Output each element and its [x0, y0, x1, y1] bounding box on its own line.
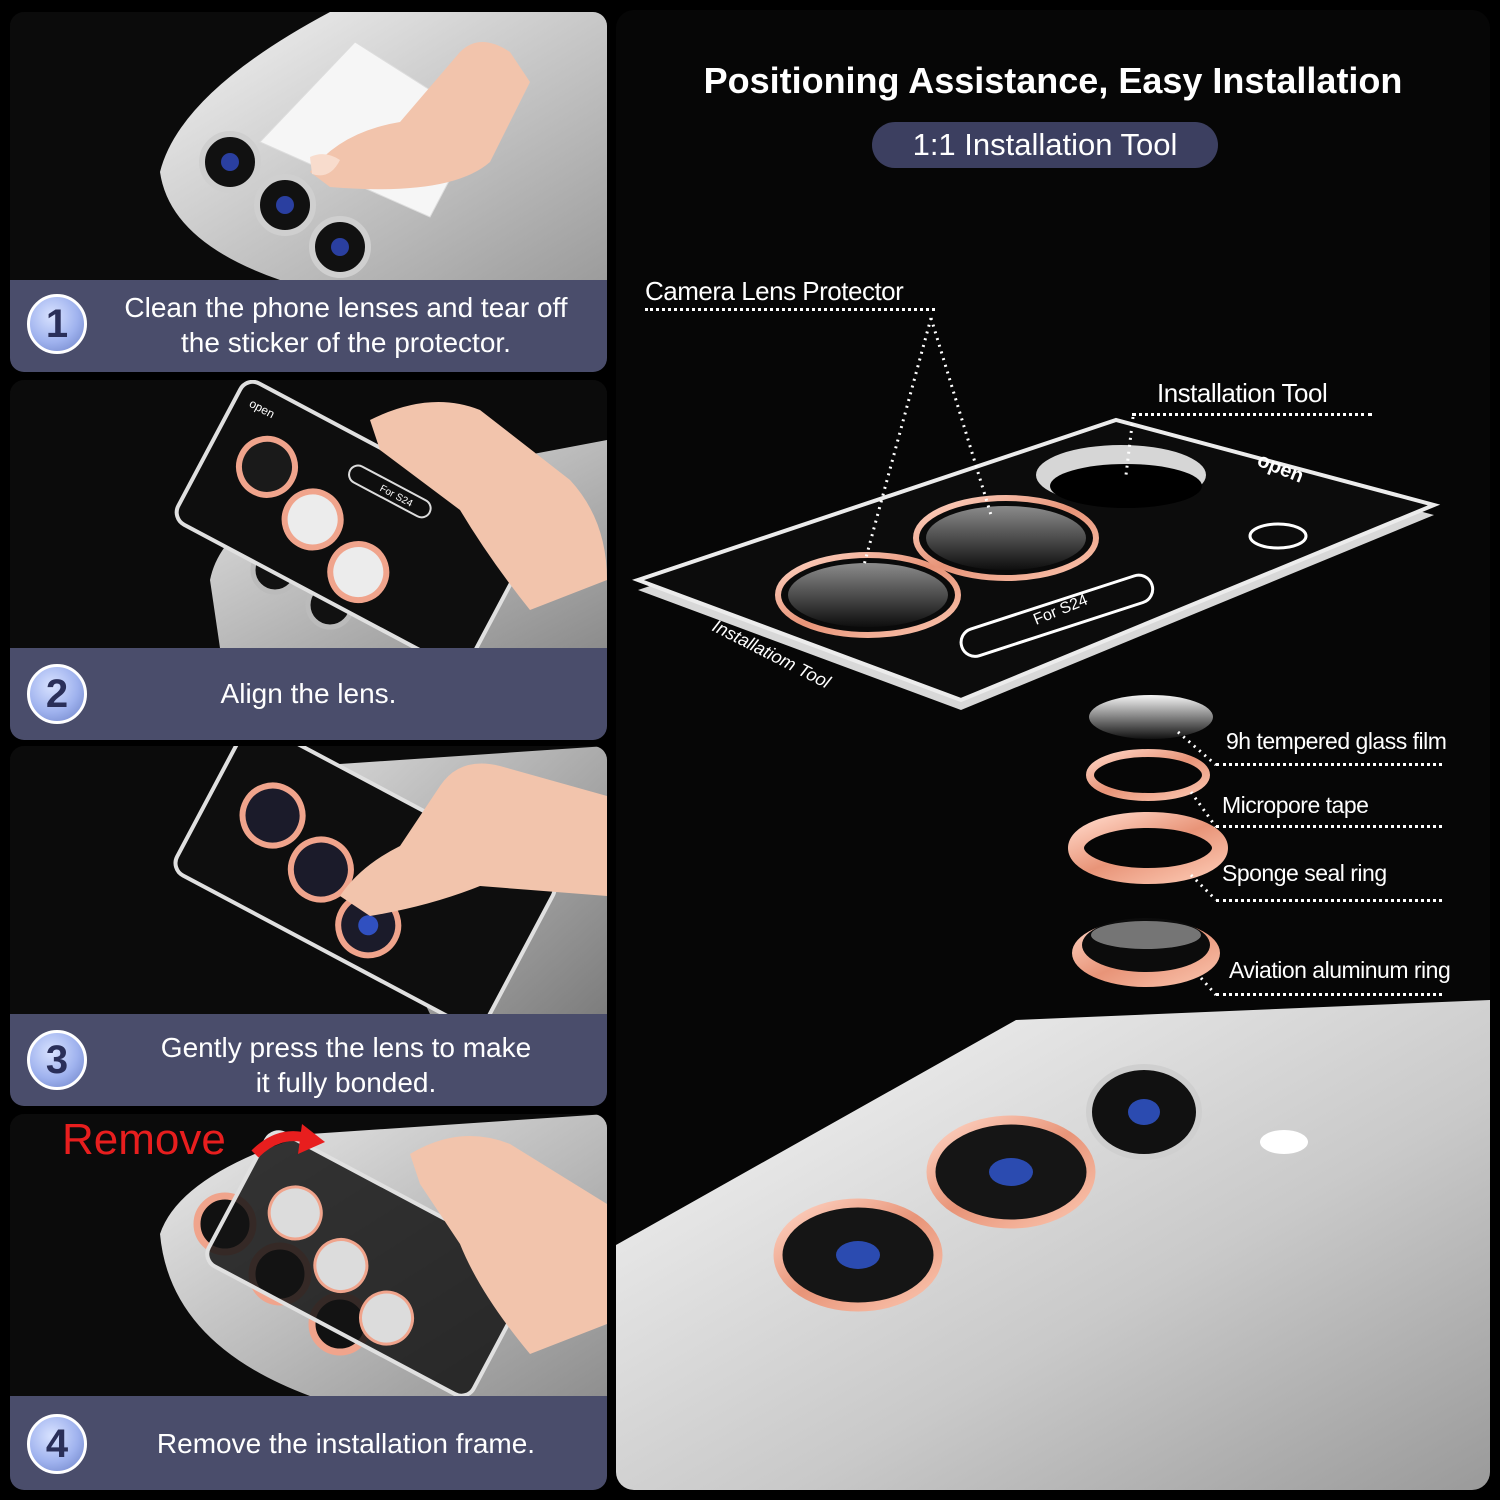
- step-3-text-line1: Gently press the lens to make: [160, 1032, 532, 1063]
- step-2-panel: open For S24 2 Align the lens.: [10, 380, 607, 740]
- step-2-illustration: open For S24: [10, 380, 607, 648]
- step-4-caption: 4 Remove the installation frame.: [10, 1396, 607, 1490]
- step-1-text-line1: Clean the phone lenses and tear off: [124, 292, 568, 323]
- exploded-view-diagram: For S24 open Installatiom Tool: [616, 317, 1490, 1490]
- step-3-illustration: [10, 746, 607, 1014]
- label-sponge-seal-ring: Sponge seal ring: [1222, 860, 1387, 886]
- step-2-text: Align the lens.: [220, 678, 397, 709]
- leader-line: [645, 308, 935, 311]
- label-micropore-tape: Micropore tape: [1222, 792, 1369, 818]
- leader-line: [1216, 993, 1442, 996]
- leader-line: [1216, 763, 1442, 766]
- step-1-text-line2: the sticker of the protector.: [181, 327, 511, 358]
- label-installation-tool: Installation Tool: [1157, 378, 1328, 408]
- step-3-caption: 3 Gently press the lens to make it fully…: [10, 1014, 607, 1106]
- step-number-badge: 1: [27, 294, 87, 354]
- step-1-illustration: [10, 12, 607, 280]
- lens-layer-stack: [1068, 695, 1228, 987]
- step-number-badge: 4: [27, 1414, 87, 1474]
- step-4-illustration: [10, 1114, 607, 1396]
- leader-line: [1132, 413, 1372, 416]
- sponge-seal-ring-layer: [1068, 812, 1228, 884]
- leader-line: [1216, 825, 1442, 828]
- step-number-badge: 2: [27, 664, 87, 724]
- step-4-panel: 4 Remove the installation frame.: [10, 1114, 607, 1490]
- step-2-caption: 2 Align the lens.: [10, 648, 607, 740]
- installation-diagram-panel: Positioning Assistance, Easy Installatio…: [616, 10, 1490, 1490]
- label-aviation-aluminum-ring: Aviation aluminum ring: [1229, 957, 1451, 983]
- step-4-text: Remove the installation frame.: [156, 1428, 536, 1459]
- step-3-text-line2: it fully bonded.: [255, 1067, 437, 1098]
- installation-tool-frame: For S24 open Installatiom Tool: [631, 417, 1441, 710]
- label-camera-lens-protector: Camera Lens Protector: [645, 276, 904, 306]
- micropore-tape-layer: [1086, 749, 1210, 801]
- step-3-panel: 3 Gently press the lens to make it fully…: [10, 746, 607, 1106]
- step-number-badge: 3: [27, 1030, 87, 1090]
- step-1-panel: 1 Clean the phone lenses and tear off th…: [10, 12, 607, 372]
- phone-back-illustration: [616, 1000, 1490, 1490]
- step-1-caption: 1 Clean the phone lenses and tear off th…: [10, 280, 607, 372]
- subtitle-pill: 1:1 Installation Tool: [872, 122, 1218, 168]
- leader-line: [1216, 899, 1442, 902]
- page-title: Positioning Assistance, Easy Installatio…: [703, 60, 1403, 101]
- glass-film-layer: [1089, 695, 1213, 739]
- label-glass-film: 9h tempered glass film: [1226, 728, 1447, 754]
- remove-label: Remove: [62, 1115, 226, 1164]
